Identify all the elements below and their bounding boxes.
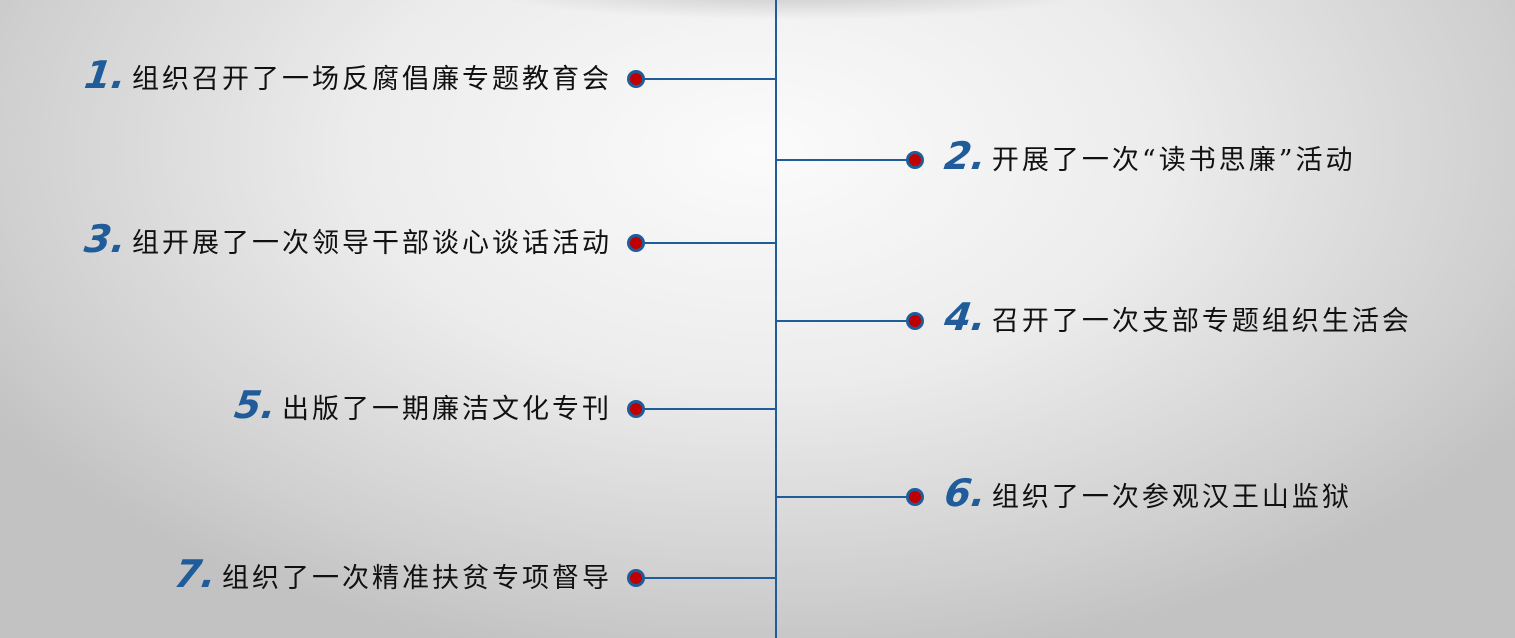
- connector-line: [776, 320, 912, 322]
- timeline-dot: [627, 400, 645, 418]
- item-number: 5.: [232, 383, 280, 427]
- item-text: 开展了一次“读书思廉”活动: [991, 145, 1356, 176]
- connector-line: [776, 159, 912, 161]
- item-text: 组开展了一次领导干部谈心谈话活动: [132, 228, 612, 259]
- item-number: 3.: [82, 217, 130, 261]
- item-number: 4.: [941, 295, 989, 339]
- item-text: 组织了一次精准扶贫专项督导: [222, 563, 612, 594]
- connector-line: [640, 408, 776, 410]
- item-number: 2.: [941, 134, 989, 178]
- timeline-item-1: 1.组织召开了一场反腐倡廉专题教育会: [82, 53, 612, 97]
- timeline-dot: [627, 70, 645, 88]
- item-number: 7.: [172, 552, 220, 596]
- timeline-dot: [627, 569, 645, 587]
- item-text: 召开了一次支部专题组织生活会: [991, 306, 1412, 337]
- timeline-item-5: 5.出版了一期廉洁文化专刊: [232, 383, 612, 427]
- item-number: 6.: [941, 471, 989, 515]
- timeline-item-2: 2.开展了一次“读书思廉”活动: [941, 134, 1356, 178]
- timeline-axis: [775, 0, 777, 638]
- timeline-item-6: 6.组织了一次参观汉王山监狱: [941, 471, 1352, 515]
- timeline-dot: [627, 234, 645, 252]
- item-number: 1.: [82, 53, 130, 97]
- connector-line: [640, 577, 776, 579]
- timeline-item-3: 3.组开展了一次领导干部谈心谈话活动: [82, 217, 612, 261]
- item-text: 组织了一次参观汉王山监狱: [991, 482, 1352, 513]
- connector-line: [640, 78, 776, 80]
- timeline-item-7: 7.组织了一次精准扶贫专项督导: [172, 552, 612, 596]
- top-shadow: [480, 0, 1100, 20]
- timeline-dot: [906, 488, 924, 506]
- timeline-item-4: 4.召开了一次支部专题组织生活会: [941, 295, 1412, 339]
- connector-line: [640, 242, 776, 244]
- item-text: 组织召开了一场反腐倡廉专题教育会: [132, 64, 612, 95]
- timeline-dot: [906, 312, 924, 330]
- timeline-dot: [906, 151, 924, 169]
- connector-line: [776, 496, 912, 498]
- item-text: 出版了一期廉洁文化专刊: [282, 394, 612, 425]
